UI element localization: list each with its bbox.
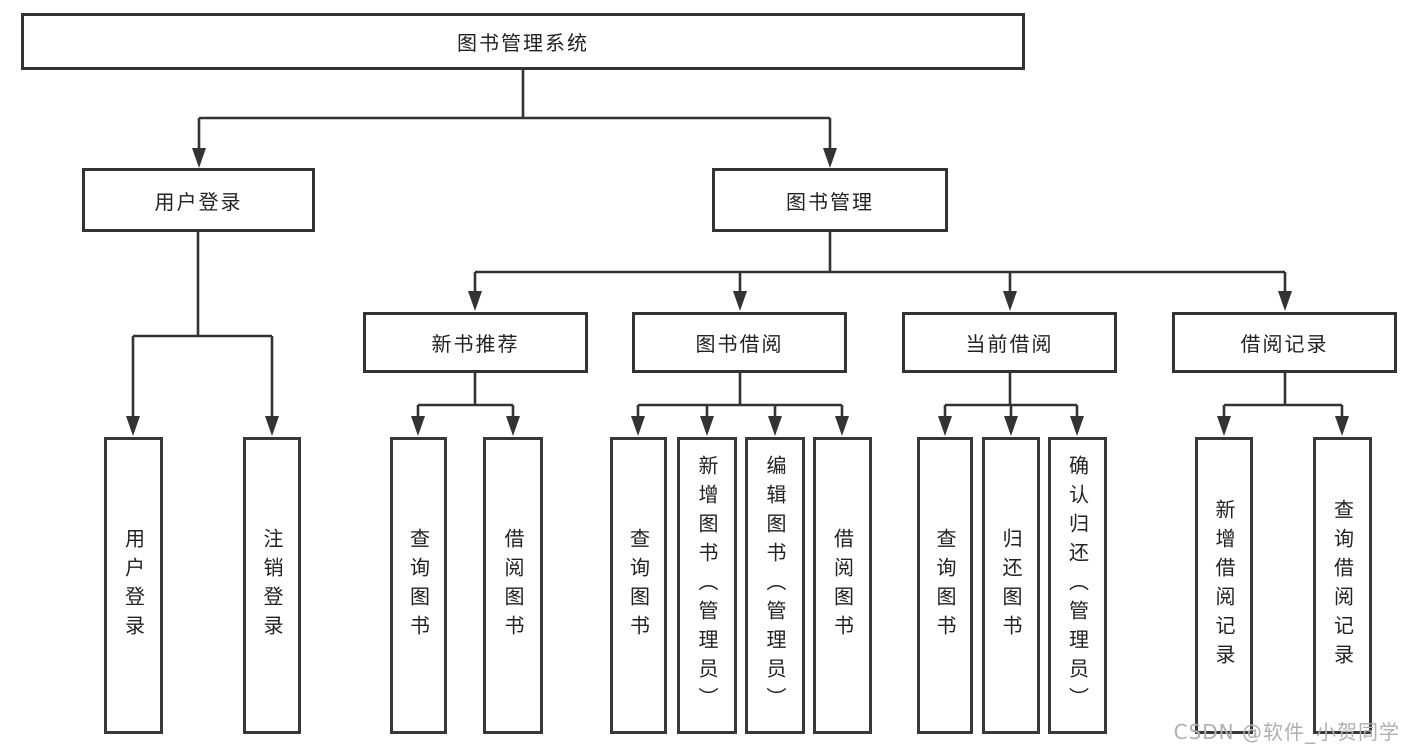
leaf-label: 查询图书 xyxy=(933,527,957,644)
node-user-login: 用户登录 xyxy=(82,168,315,232)
leaf-add-borrow-record: 新增借阅记录 xyxy=(1195,437,1253,734)
leaf-confirm-return-admin: 确认归还（管理员） xyxy=(1048,437,1107,734)
leaf-label: 借阅图书 xyxy=(830,527,855,644)
leaf-label: 新增借阅记录 xyxy=(1212,498,1236,673)
csdn-watermark: CSDN @软件_小贺同学 xyxy=(1173,720,1400,744)
leaf-add-books-admin: 新增图书（管理员） xyxy=(677,437,737,734)
leaf-label: 查询借阅记录 xyxy=(1330,498,1355,673)
leaf-label: 查询图书 xyxy=(406,527,431,644)
leaf-query-books: 查询图书 xyxy=(610,437,667,734)
leaf-label: 注销登录 xyxy=(260,527,284,644)
leaf-borrow-books: 借阅图书 xyxy=(483,437,543,734)
leaf-label: 借阅图书 xyxy=(501,527,525,644)
leaf-borrow-books: 借阅图书 xyxy=(813,437,872,734)
leaf-query-borrow-record: 查询借阅记录 xyxy=(1313,437,1372,734)
node-borrow-record: 借阅记录 xyxy=(1172,312,1397,373)
node-label: 用户登录 xyxy=(154,189,243,214)
node-current-borrow: 当前借阅 xyxy=(902,312,1117,373)
leaf-logout: 注销登录 xyxy=(243,437,301,734)
node-book-management: 图书管理 xyxy=(712,168,948,232)
leaf-return-books: 归还图书 xyxy=(982,437,1040,734)
node-label: 图书管理 xyxy=(786,189,874,214)
node-label: 图书管理系统 xyxy=(457,31,589,55)
leaf-edit-books-admin: 编辑图书（管理员） xyxy=(745,437,805,734)
leaf-label: 新增图书（管理员） xyxy=(695,455,719,716)
leaf-query-books: 查询图书 xyxy=(390,437,447,734)
leaf-label: 查询图书 xyxy=(626,527,651,644)
node-book-borrow: 图书借阅 xyxy=(632,312,847,373)
leaf-label: 用户登录 xyxy=(121,527,146,644)
leaf-query-books: 查询图书 xyxy=(917,437,973,734)
leaf-user-login: 用户登录 xyxy=(104,437,163,734)
leaf-label: 确认归还（管理员） xyxy=(1065,455,1090,716)
node-label: 图书借阅 xyxy=(695,332,784,356)
node-label: 借阅记录 xyxy=(1240,332,1329,356)
node-label: 当前借阅 xyxy=(965,332,1054,356)
node-new-book-recommend: 新书推荐 xyxy=(363,312,588,373)
node-label: 新书推荐 xyxy=(431,332,520,356)
leaf-label: 编辑图书（管理员） xyxy=(763,455,787,716)
leaf-label: 归还图书 xyxy=(999,527,1023,644)
node-library-management-system: 图书管理系统 xyxy=(21,13,1025,70)
